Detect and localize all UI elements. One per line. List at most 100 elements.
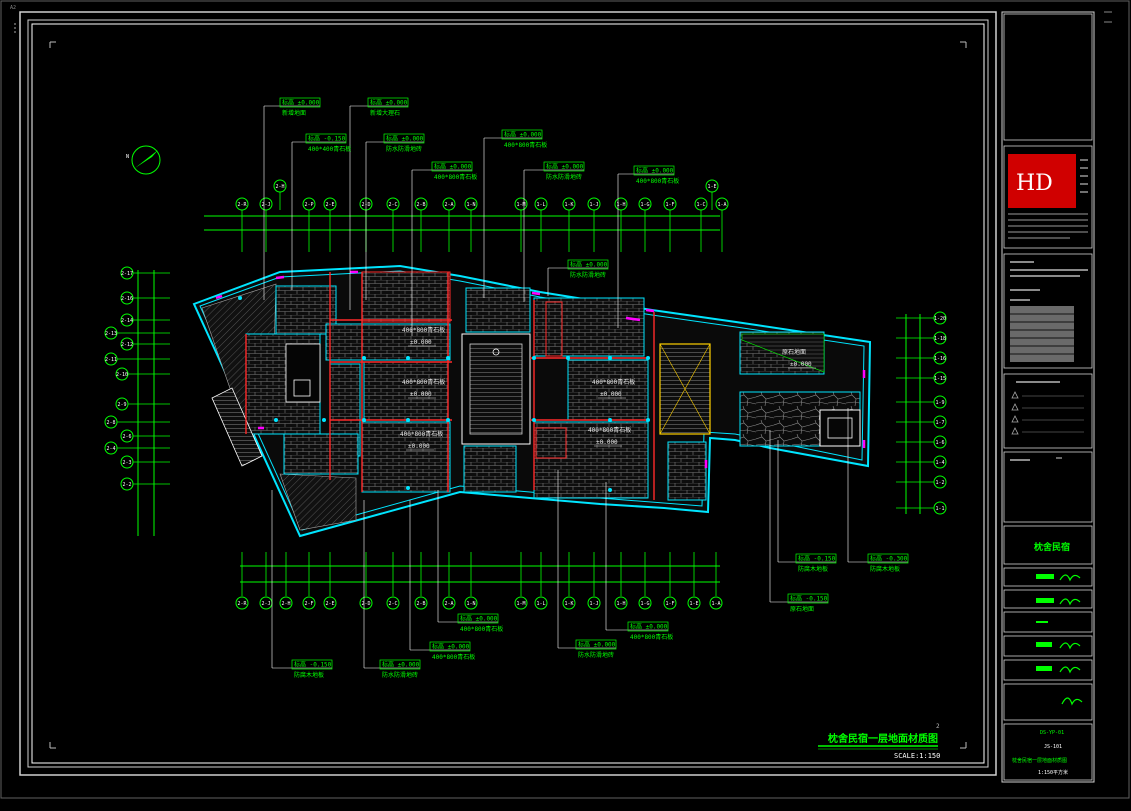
axis-bubble-label: 2-B: [416, 202, 425, 208]
bottom-axis-bubble: 2-E: [323, 596, 337, 610]
callout-level: 标高 ±0.000: [460, 615, 498, 623]
axis-grid: 2-R 2-J 2-P 2-E 2-D 2-C 2-B 2-A 1-N 1-M 1-L 1-K 1-J 1…: [104, 179, 947, 610]
top-axis-bubble: 1-L: [534, 197, 548, 211]
axis-bubble-label: 1-9: [935, 400, 944, 406]
left-axis-bubble: 2-16: [120, 291, 134, 305]
room-material-label: 400*800青石板: [402, 326, 445, 334]
right-axis-bubble: 1-18: [933, 331, 947, 345]
axis-bubble-label: 1-C: [696, 202, 705, 208]
top-axis-bubble: 2-A: [442, 197, 456, 211]
drawing-number: DS-YP-01: [1040, 730, 1064, 736]
room-level-label: ±0.000: [408, 443, 430, 450]
drawing-scale: SCALE:1:150: [894, 752, 940, 760]
callout-level: 标高 -0.150: [308, 135, 346, 143]
callout-level: 标高 ±0.000: [370, 99, 408, 107]
axis-bubble-label: 1-N: [466, 202, 475, 208]
callout-material: 400*800青石板: [630, 633, 673, 641]
left-axis-bubble: 2-2: [120, 477, 134, 491]
callout-level: 标高 ±0.000: [434, 163, 472, 171]
scale-note: 1:150平方米: [1038, 769, 1068, 776]
callout-material: 新增大理石: [370, 109, 400, 117]
axis-bubble-label: 2-D: [361, 601, 370, 607]
axis-bubble-label: 2-10: [116, 372, 128, 378]
floor-plan: [192, 264, 872, 538]
left-axis-bubble: 2-14: [120, 313, 134, 327]
title-block: HD: [1001, 11, 1095, 783]
axis-bubble-label: 2-2: [122, 482, 131, 488]
axis-bubble-label: 1-M: [516, 601, 525, 607]
axis-bubble-label: 1-A: [717, 202, 726, 208]
axis-bubble-label: 1-F: [665, 601, 674, 607]
axis-bubble-label: 1-6: [935, 440, 944, 446]
room-level-label: ±0.000: [410, 391, 432, 398]
axis-bubble-label: 1-15: [934, 376, 946, 382]
callout-material: 原石地面: [790, 605, 814, 613]
axis-bubble-label: 1-20: [934, 316, 946, 322]
callout-level: 标高 -0.150: [294, 661, 332, 669]
callout-level: 标高 ±0.000: [570, 261, 608, 269]
room-level-label: ±0.000: [790, 361, 812, 368]
axis-bubble-label: 1-G: [640, 202, 649, 208]
axis-bubble-label: 1-H: [616, 601, 625, 607]
axis-bubble-label: 2-E: [325, 202, 334, 208]
room-material-label: 原石地面: [782, 348, 806, 356]
edge-marks: [1104, 11, 1112, 23]
axis-bubble-label: 2-C: [388, 601, 397, 607]
project-name: 枕舍民宿: [1034, 541, 1070, 553]
company-logo: [1008, 154, 1076, 208]
axis-bubble-label: 1-16: [934, 356, 946, 362]
bottom-axis-bubble: 2-J: [259, 596, 273, 610]
top-axis-bubble: 1-C: [694, 197, 708, 211]
room-material-label: 400*800青石板: [588, 426, 631, 434]
top-axis-bubble: 2-B: [414, 197, 428, 211]
callout-material: 400*800青石板: [636, 177, 679, 185]
callout-level: 标高 ±0.000: [382, 661, 420, 669]
axis-bubble-label: 1-G: [640, 601, 649, 607]
top-axis-bubble: 1-H: [614, 197, 628, 211]
axis-bubble-label: 1-H: [616, 202, 625, 208]
room-level-label: ±0.000: [410, 339, 432, 346]
axis-bubble-label: 2-17: [121, 271, 133, 277]
left-axis-bubble: 2-6: [120, 429, 134, 443]
room-material-label: 400*800青石板: [400, 430, 443, 438]
axis-bubble-label: 2-A: [444, 601, 453, 607]
top-axis-bubble: 1-K: [562, 197, 576, 211]
axis-bubble-label: 1-L: [536, 601, 545, 607]
top-axis-upper-bubble: 2-H: [273, 179, 287, 193]
left-axis-bubble: 2-11: [104, 352, 118, 366]
page-ref: 2: [936, 723, 940, 730]
top-axis-bubble: 2-E: [323, 197, 337, 211]
top-axis-bubble: 2-C: [386, 197, 400, 211]
top-axis-bubble: 1-N: [464, 197, 478, 211]
callout-material: 防水防滑地砖: [578, 651, 614, 659]
callout-level: 标高 ±0.000: [546, 163, 584, 171]
axis-bubble-label: 1-K: [564, 601, 573, 607]
axis-bubble-label: 1-E: [707, 184, 716, 190]
axis-bubble-label: 2-C: [388, 202, 397, 208]
callout-material: 400*800青石板: [432, 653, 475, 661]
top-axis-bubble: 1-J: [587, 197, 601, 211]
right-axis-bubble: 1-7: [933, 415, 947, 429]
top-axis-bubble: 1-A: [715, 197, 729, 211]
top-axis-bubble: 2-R: [235, 197, 249, 211]
right-axis-bubble: 1-15: [933, 371, 947, 385]
axis-bubble-label: 2-8: [106, 420, 115, 426]
bottom-axis-bubble: 2-B: [414, 596, 428, 610]
room-level-label: ±0.000: [600, 391, 622, 398]
bottom-axis-bubble: 2-H: [279, 596, 293, 610]
right-axis-bubble: 1-1: [933, 501, 947, 515]
top-axis-bubble: 1-M: [514, 197, 528, 211]
axis-bubble-label: 1-L: [536, 202, 545, 208]
axis-bubble-label: 1-4: [935, 460, 944, 466]
room-material-label: 400*800青石板: [592, 378, 635, 386]
axis-bubble-label: 2-P: [304, 202, 313, 208]
axis-bubble-label: 1-2: [935, 480, 944, 486]
axis-bubble-label: 1-J: [589, 202, 598, 208]
top-axis-bubble: 1-G: [638, 197, 652, 211]
top-axis-upper-bubble: 1-E: [705, 179, 719, 193]
